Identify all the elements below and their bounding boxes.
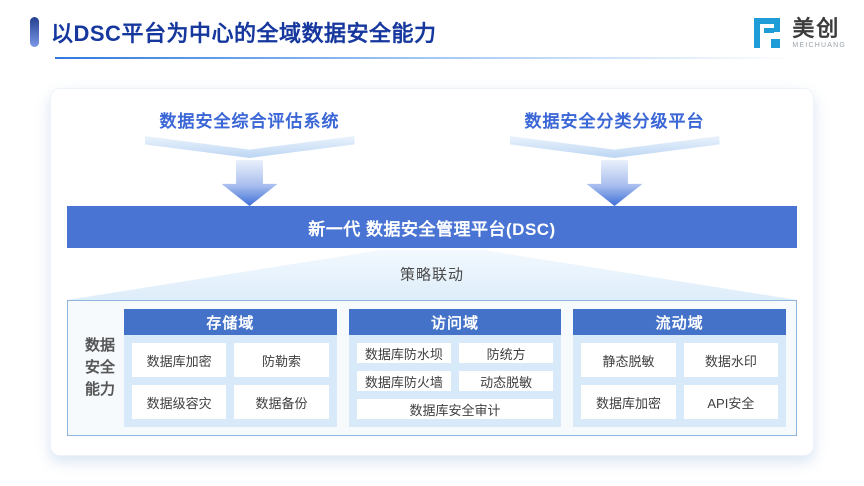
capability-chip: 数据库加密: [132, 343, 227, 377]
domain-panel-storage: 存储域 数据库加密 防勒索 数据级容灾 数据备份: [124, 309, 337, 427]
chip-row: 数据库防水坝 防统方: [356, 343, 554, 363]
logo-text: 美创 MEICHUANG: [792, 15, 846, 49]
logo-name-cn: 美创: [792, 15, 841, 41]
meichuang-logo-icon: [754, 18, 781, 48]
chip-row: 数据库安全审计: [356, 399, 554, 419]
capability-chip: 数据级容灾: [132, 385, 227, 419]
system-left: 数据安全综合评估系统: [67, 103, 432, 206]
capability-chip: 动态脱敏: [459, 371, 554, 391]
capability-chip: 静态脱敏: [581, 343, 676, 377]
capability-chip: API安全: [683, 385, 779, 419]
chip-row: 静态脱敏 数据水印: [581, 343, 779, 377]
title-underline: [55, 57, 834, 59]
logo-name-en: MEICHUANG: [792, 41, 846, 49]
capability-chip: 防统方: [459, 343, 554, 363]
chip-row: 数据库防火墙 动态脱敏: [356, 371, 554, 391]
domain-header-access: 访问域: [348, 309, 562, 335]
domain-columns: 存储域 数据库加密 防勒索 数据级容灾 数据备份 访问域: [124, 309, 787, 427]
chip-rows: 数据库防水坝 防统方 数据库防火墙 动态脱敏 数据库安全审计: [356, 343, 554, 419]
page-header: 以DSC平台为中心的全域数据安全能力: [30, 16, 834, 48]
title-accent-bar: [30, 17, 39, 47]
capability-label-text: 数据安全能力: [85, 337, 116, 398]
capability-chip: 数据库防火墙: [356, 371, 452, 391]
capability-chip: 数据备份: [234, 385, 329, 419]
chip-rows: 静态脱敏 数据水印 数据库加密 API安全: [581, 343, 779, 419]
chevron-down-shape: [509, 136, 720, 158]
system-right: 数据安全分类分级平台: [432, 103, 797, 206]
system-right-title: 数据安全分类分级平台: [524, 112, 705, 131]
linkage-label: 策略联动: [399, 266, 465, 284]
capability-box: 数据安全能力 存储域 数据库加密 防勒索 数据级容灾 数据备份: [67, 300, 797, 436]
down-arrow-icon: [586, 160, 643, 206]
chip-row: 数据库加密 API安全: [581, 385, 779, 419]
domain-header-storage: 存储域: [124, 309, 337, 335]
brand-logo: 美创 MEICHUANG: [752, 16, 846, 50]
capability-label: 数据安全能力: [78, 309, 124, 427]
domain-panel-access: 访问域 数据库防水坝 防统方 数据库防火墙 动态脱敏 数据库安全审计: [348, 309, 562, 427]
down-arrow-icon: [221, 160, 278, 206]
platform-bar: 新一代 数据安全管理平台(DSC): [67, 206, 797, 248]
platform-bar-label: 新一代 数据安全管理平台(DSC): [308, 219, 556, 239]
capability-chip: 防勒索: [234, 343, 329, 377]
capability-chip: 数据库加密: [581, 385, 676, 419]
chevron-down-shape: [144, 136, 355, 158]
page-title: 以DSC平台为中心的全域数据安全能力: [51, 21, 437, 46]
system-left-title: 数据安全综合评估系统: [159, 112, 340, 131]
linkage-area: 策略联动: [67, 248, 797, 300]
chip-row: 数据库加密 防勒索: [132, 343, 329, 377]
chip-rows: 数据库加密 防勒索 数据级容灾 数据备份: [132, 343, 329, 419]
domain-header-flow: 流动域: [573, 309, 787, 335]
capability-chip: 数据库防水坝: [356, 343, 452, 363]
diagram-card: 数据安全综合评估系统 数据安全分类分级平台 新一代 数据安全管理平台(DSC) …: [50, 88, 814, 456]
top-systems-row: 数据安全综合评估系统 数据安全分类分级平台: [67, 103, 797, 206]
domain-panel-flow: 流动域 静态脱敏 数据水印 数据库加密 API安全: [573, 309, 787, 427]
capability-chip: 数据库安全审计: [356, 399, 554, 419]
chip-row: 数据级容灾 数据备份: [132, 385, 329, 419]
capability-chip: 数据水印: [683, 343, 779, 377]
